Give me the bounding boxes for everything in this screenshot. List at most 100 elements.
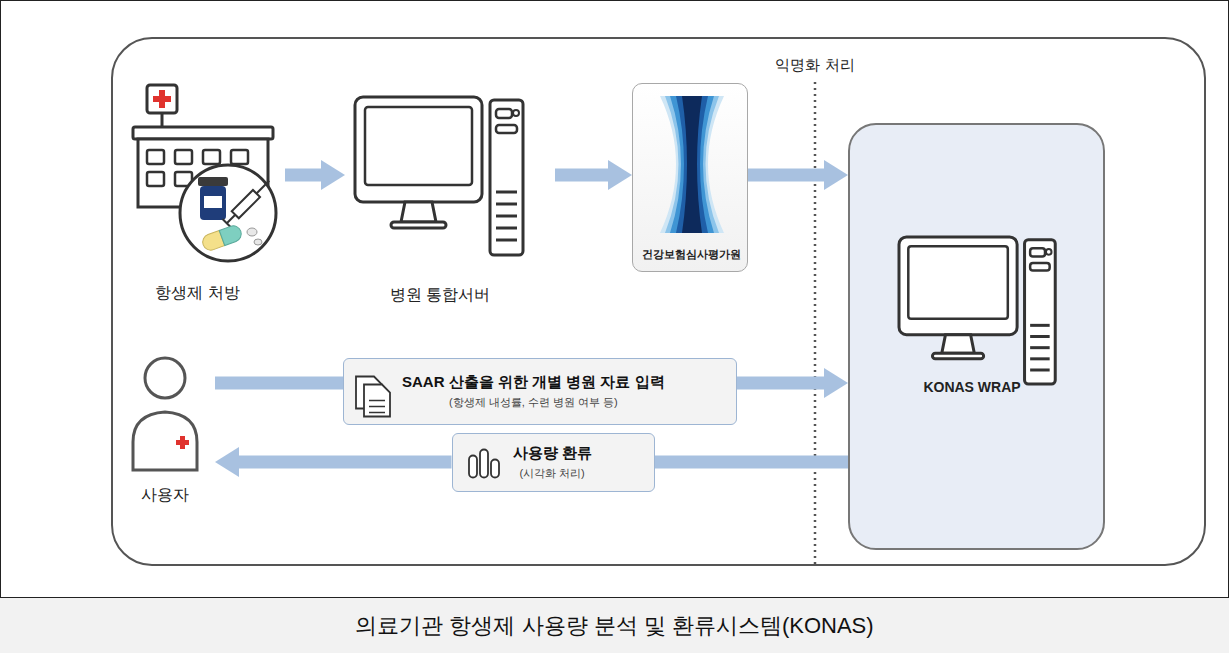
flow-arrow bbox=[215, 383, 343, 384]
arrow-head bbox=[215, 447, 239, 477]
arrow-head bbox=[824, 368, 848, 398]
hospital-sign bbox=[147, 85, 177, 113]
tower-slot bbox=[1030, 248, 1045, 256]
sign-pole bbox=[161, 113, 164, 127]
syringe bbox=[223, 177, 274, 228]
tower-slot bbox=[496, 125, 517, 133]
hospital-window bbox=[175, 150, 192, 164]
hospital-roof bbox=[133, 127, 273, 139]
tower bbox=[490, 100, 523, 255]
logo-layer bbox=[670, 96, 714, 233]
caption: 의료기관 항생제 사용량 분석 및 환류시스템(KONAS) bbox=[355, 611, 873, 641]
tower-vent bbox=[1030, 368, 1050, 371]
box-title: SAAR 산출을 위한 개별 병원 자료 입력 bbox=[402, 373, 665, 392]
hospital-window bbox=[147, 172, 164, 186]
icon-node: KONAS WRAP bbox=[848, 123, 1105, 550]
document-line bbox=[369, 412, 385, 414]
logo-layer bbox=[682, 96, 702, 233]
tower-vent bbox=[1030, 346, 1050, 349]
capsule bbox=[200, 224, 243, 253]
tower-button bbox=[1046, 249, 1052, 255]
arrow-shaft bbox=[238, 456, 452, 469]
tower-vent bbox=[496, 215, 517, 218]
logo-layer bbox=[676, 96, 708, 233]
monitor-base bbox=[391, 222, 446, 228]
icon-node: 건강보험심사평가원 bbox=[632, 83, 748, 272]
system-frame bbox=[112, 38, 1205, 565]
flow-arrow bbox=[737, 368, 848, 398]
monitor-base bbox=[932, 353, 983, 359]
arrow-shaft bbox=[555, 169, 609, 182]
bottle-cap bbox=[198, 177, 228, 186]
screen bbox=[908, 246, 1008, 319]
tower-vent bbox=[1030, 335, 1050, 338]
bottle-label bbox=[204, 196, 222, 208]
bar-icon bbox=[480, 450, 488, 478]
node-illustration bbox=[633, 84, 749, 273]
section-label: 익명화 처리 bbox=[771, 56, 858, 75]
pill-bottle bbox=[200, 186, 226, 220]
illustration-group bbox=[899, 237, 1055, 384]
tower-vent bbox=[496, 227, 517, 230]
icon-node: 병원 통합서버 bbox=[345, 88, 555, 320]
node-illustration bbox=[345, 88, 555, 320]
arrow-head bbox=[321, 160, 345, 190]
arrow-shaft bbox=[748, 169, 825, 182]
illustration-group bbox=[355, 97, 523, 255]
box-title: 사용량 환류 bbox=[513, 444, 592, 463]
flow-arrow bbox=[555, 160, 632, 190]
capsule-half bbox=[219, 224, 243, 246]
logo-layer bbox=[660, 96, 724, 233]
node-label: 병원 통합서버 bbox=[345, 285, 535, 306]
flow-arrow bbox=[215, 447, 452, 477]
document-line bbox=[369, 400, 385, 402]
tower bbox=[1025, 240, 1056, 384]
tower-vent bbox=[1030, 357, 1050, 360]
document-icon bbox=[364, 385, 390, 417]
tower-slot bbox=[1030, 263, 1050, 270]
arrow-head bbox=[608, 160, 632, 190]
box-note: (항생제 내성률, 수련 병원 여부 등) bbox=[449, 395, 618, 410]
monitor-stand bbox=[401, 202, 436, 222]
logo-layer bbox=[665, 96, 719, 233]
icon-node: 항생제 처방 bbox=[130, 80, 285, 315]
hospital-window bbox=[203, 150, 220, 164]
illustration-group bbox=[469, 450, 499, 478]
tower-vent bbox=[496, 203, 517, 206]
anonymization-line bbox=[814, 82, 817, 565]
icon-node: 사용자 bbox=[125, 345, 215, 515]
node-illustration bbox=[453, 434, 656, 493]
bar-icon bbox=[491, 460, 499, 478]
tower-button bbox=[513, 110, 519, 116]
screen bbox=[365, 107, 472, 185]
flow-arrow bbox=[748, 160, 848, 190]
tower-vent bbox=[496, 191, 517, 194]
process-box: SAAR 산출을 위한 개별 병원 자료 입력 (항생제 내성률, 수련 병원 여… bbox=[343, 358, 737, 425]
syringe-needle bbox=[256, 181, 269, 194]
tower-vent bbox=[496, 239, 517, 242]
text-column: 사용량 환류 (시각화 처리) bbox=[513, 434, 592, 491]
bar-icon bbox=[469, 456, 477, 478]
red-cross bbox=[159, 90, 165, 108]
monitor bbox=[355, 97, 482, 202]
arrow-shaft bbox=[655, 456, 849, 469]
box-note: (시각화 처리) bbox=[519, 466, 584, 481]
flow-arrow bbox=[655, 462, 849, 463]
node-label: 항생제 처방 bbox=[130, 283, 265, 304]
arrow-shaft bbox=[215, 377, 343, 390]
node-illustration bbox=[130, 80, 285, 315]
caption-band: 의료기관 항생제 사용량 분석 및 환류시스템(KONAS) bbox=[0, 597, 1229, 653]
node-label: 사용자 bbox=[125, 485, 205, 506]
text-column: SAAR 산출을 위한 개별 병원 자료 입력 (항생제 내성률, 수련 병원 여… bbox=[402, 359, 665, 424]
illustration-group bbox=[356, 377, 390, 417]
user-body bbox=[133, 412, 197, 470]
flow-arrow bbox=[285, 160, 345, 190]
illustration-group bbox=[133, 358, 197, 470]
monitor-stand bbox=[942, 335, 975, 354]
hospital-window bbox=[147, 150, 164, 164]
pill bbox=[254, 239, 262, 245]
medicine-circle bbox=[180, 165, 276, 261]
hospital-window bbox=[231, 150, 248, 164]
